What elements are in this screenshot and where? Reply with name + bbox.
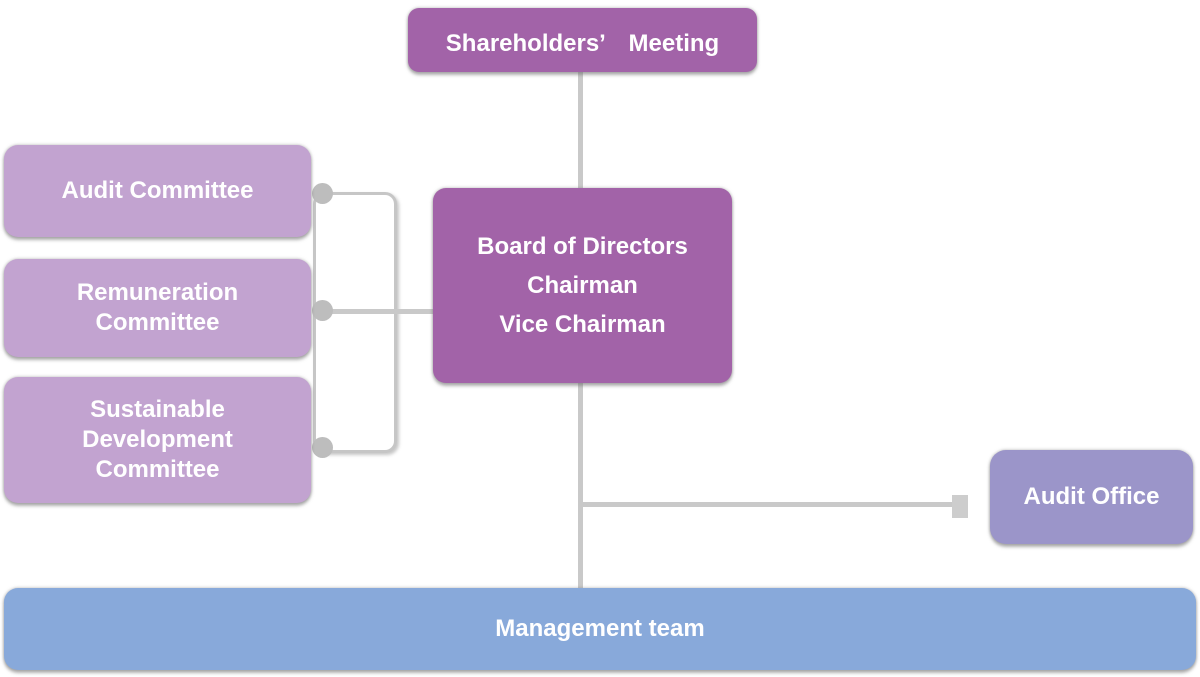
connector-board-management <box>578 383 583 588</box>
connector-dot-remuneration-committee <box>312 300 333 321</box>
board-of-directors-box: Board of Directors Chairman Vice Chairma… <box>433 188 732 383</box>
board-line-3: Vice Chairman <box>499 311 666 338</box>
management-team-box: Management team <box>4 588 1196 670</box>
connector-dot-sustainable-committee <box>312 437 333 458</box>
sustainable-development-committee-box: Sustainable Development Committee <box>4 377 311 503</box>
audit-committee-box: Audit Committee <box>4 145 311 237</box>
connector-bracket-board <box>320 309 433 314</box>
shareholders-meeting-box: Shareholders’ Meeting <box>408 8 757 72</box>
connector-square-audit-office <box>952 495 968 518</box>
committees-bracket <box>313 192 397 453</box>
audit-office-box: Audit Office <box>990 450 1193 544</box>
connector-board-audit-office <box>580 502 954 507</box>
board-of-directors-text: Board of Directors Chairman Vice Chairma… <box>477 227 688 344</box>
board-line-2: Chairman <box>527 272 638 299</box>
connector-shareholders-board <box>578 70 583 190</box>
remuneration-committee-label: Remuneration Committee <box>76 279 239 336</box>
sustainable-development-committee-label: Sustainable Development Committee <box>82 396 233 483</box>
management-team-label: Management team <box>495 615 705 642</box>
board-line-1: Board of Directors <box>477 233 688 260</box>
connector-dot-audit-committee <box>312 183 333 204</box>
shareholders-meeting-label: Shareholders’ Meeting <box>445 29 720 57</box>
audit-office-label: Audit Office <box>1023 483 1160 510</box>
audit-committee-label: Audit Committee <box>61 177 254 204</box>
remuneration-committee-box: Remuneration Committee <box>4 259 311 357</box>
